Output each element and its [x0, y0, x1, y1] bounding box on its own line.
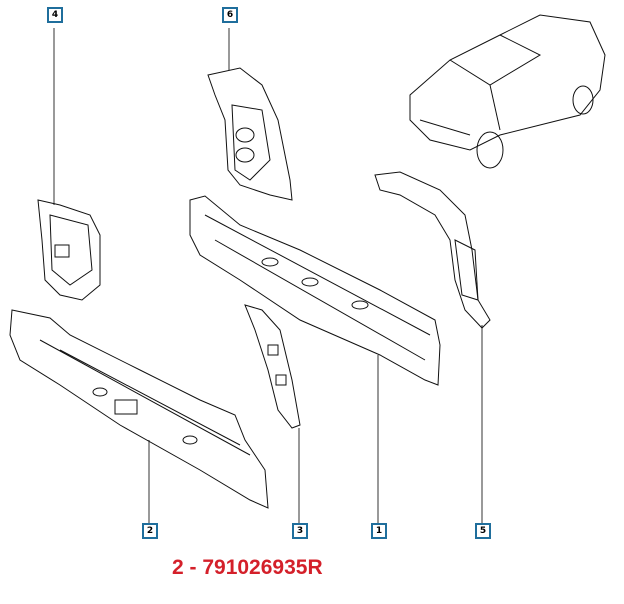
callout-6[interactable]: 6 — [222, 7, 238, 23]
callout-4[interactable]: 4 — [47, 7, 63, 23]
callout-3[interactable]: 3 — [292, 523, 308, 539]
callout-1[interactable]: 1 — [371, 523, 387, 539]
part-1-rear-panel — [189, 195, 441, 386]
callout-5[interactable]: 5 — [475, 523, 491, 539]
part-number-label: 2 - 791026935R — [172, 556, 323, 579]
vehicle-illustration — [409, 14, 606, 169]
part-5-pillar — [374, 171, 491, 329]
part-6-panel — [207, 67, 293, 201]
callout-2[interactable]: 2 — [142, 523, 158, 539]
leader-lines — [53, 28, 483, 524]
part-2-crossmember — [9, 309, 269, 509]
part-3-bracket — [244, 304, 301, 429]
part-4-panel — [37, 199, 101, 301]
